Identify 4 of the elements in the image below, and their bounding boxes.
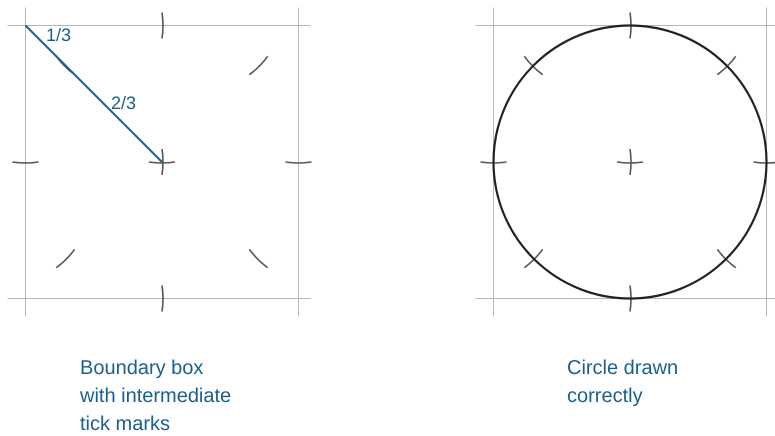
caption: Boundary box with intermediate tick marks (80, 356, 232, 436)
caption: Circle drawn correctly (567, 356, 680, 409)
fraction-label: 2/3 (111, 92, 138, 115)
fraction-label: 1/3 (46, 24, 72, 47)
